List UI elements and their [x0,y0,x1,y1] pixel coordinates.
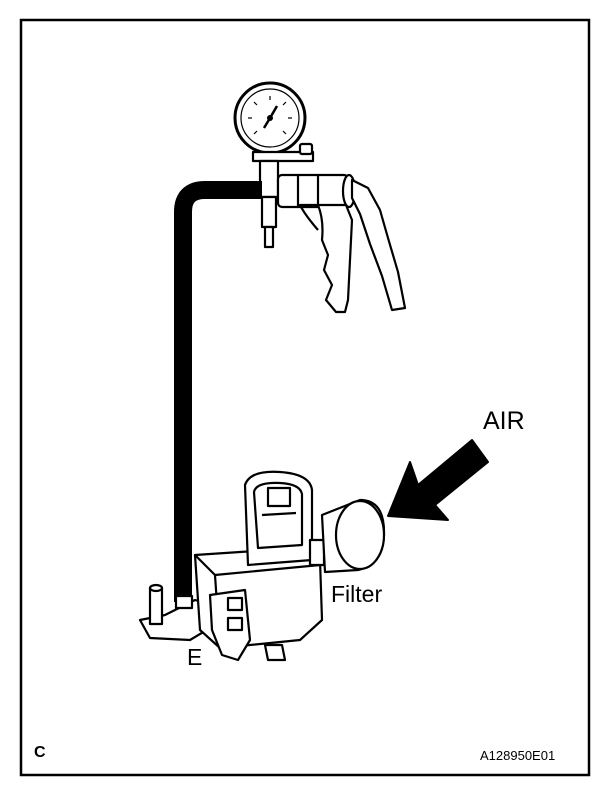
section-label: C [34,744,46,761]
vsv-valve-icon [138,470,386,662]
figure-border [19,18,591,777]
figure-code-label: A128950E01 [480,748,556,763]
air-flow-arrow-icon [387,439,489,521]
vacuum-gauge-icon [233,81,307,155]
air-label: AIR [483,407,525,435]
filter-label: Filter [331,581,383,607]
hand-vacuum-pump-icon [251,142,407,314]
vacuum-hose [174,181,262,602]
port-e-label: E [187,644,203,670]
